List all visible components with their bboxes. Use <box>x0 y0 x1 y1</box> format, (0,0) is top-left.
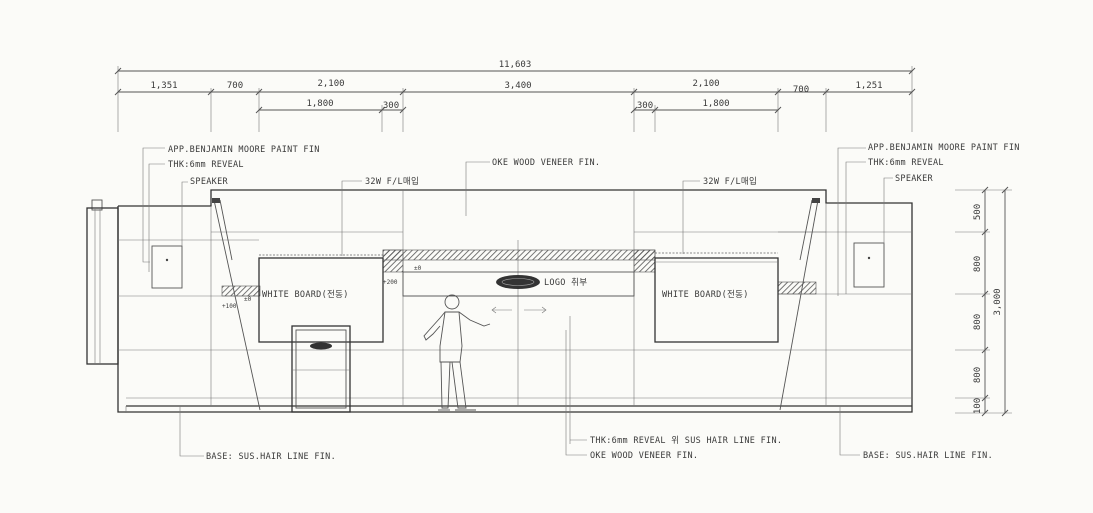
speaker-left <box>151 245 183 289</box>
dim-top-6: 700 <box>793 85 809 95</box>
human-figure <box>423 294 491 411</box>
label-left-speaker: SPEAKER <box>190 177 229 187</box>
dim-second-4: 1,800 <box>702 99 729 109</box>
leader-lines <box>142 147 893 457</box>
dim-v-5: 100 <box>973 398 983 414</box>
podium <box>291 325 351 413</box>
dim-height-total: 3,000 <box>993 288 1003 315</box>
mark-left-pm0: ±0 <box>244 296 252 303</box>
dim-top-4: 3,400 <box>504 81 531 91</box>
label-left-reveal: THK:6mm REVEAL <box>168 160 244 170</box>
label-left-lighting: 32W F/L매입 <box>365 177 419 187</box>
label-logo: LOGO 취부 <box>544 278 587 288</box>
dim-v-4: 800 <box>973 367 983 383</box>
label-center-veneer: OKE WOOD VENEER FIN. <box>492 158 600 168</box>
dim-top-5: 2,100 <box>692 79 719 89</box>
dim-top-1: 1,351 <box>150 81 177 91</box>
logo-mark <box>496 275 540 289</box>
dim-v-2: 800 <box>973 256 983 272</box>
annotation-labels: APP.BENJAMIN MOORE PAINT FIN THK:6mm REV… <box>168 143 1020 462</box>
label-right-speaker: SPEAKER <box>895 174 934 184</box>
dim-v-1: 500 <box>973 204 983 220</box>
dim-second-1: 1,800 <box>306 99 333 109</box>
vertical-dimensions: 500 800 800 800 100 3,000 <box>955 186 1012 417</box>
mark-center-plus200: +200 <box>383 279 398 286</box>
label-bottom-reveal: THK:6mm REVEAL 위 SUS HAIR LINE FIN. <box>590 436 782 446</box>
wall-elevation <box>86 189 913 444</box>
label-bottom-right-base: BASE: SUS.HAIR LINE FIN. <box>863 451 993 461</box>
label-left-paint: APP.BENJAMIN MOORE PAINT FIN <box>168 145 320 155</box>
mark-center-pm0: ±0 <box>414 265 422 272</box>
label-left-board: WHITE BOARD(전동) <box>262 289 349 300</box>
speaker-right <box>853 242 885 288</box>
dim-v-3: 800 <box>973 314 983 330</box>
label-right-reveal: THK:6mm REVEAL <box>868 158 944 168</box>
label-bottom-left-base: BASE: SUS.HAIR LINE FIN. <box>206 452 336 462</box>
white-board-right <box>654 257 779 343</box>
dim-second-2: 300 <box>383 101 399 111</box>
dim-top-3: 2,100 <box>317 79 344 89</box>
label-right-paint: APP.BENJAMIN MOORE PAINT FIN <box>868 143 1020 153</box>
dim-second-3: 300 <box>637 101 653 111</box>
white-board-left <box>258 257 384 343</box>
dimension-lines: 11,603 1,351 700 2,100 3,400 2,100 700 1… <box>114 60 916 132</box>
label-right-board: WHITE BOARD(전동) <box>662 289 749 300</box>
dim-top-2: 700 <box>227 81 243 91</box>
dim-top-7: 1,251 <box>855 81 882 91</box>
mark-left-plus100: +100 <box>222 303 237 310</box>
dim-overall: 11,603 <box>499 60 532 70</box>
label-bottom-veneer: OKE WOOD VENEER FIN. <box>590 451 698 461</box>
label-right-lighting: 32W F/L매입 <box>703 177 757 187</box>
